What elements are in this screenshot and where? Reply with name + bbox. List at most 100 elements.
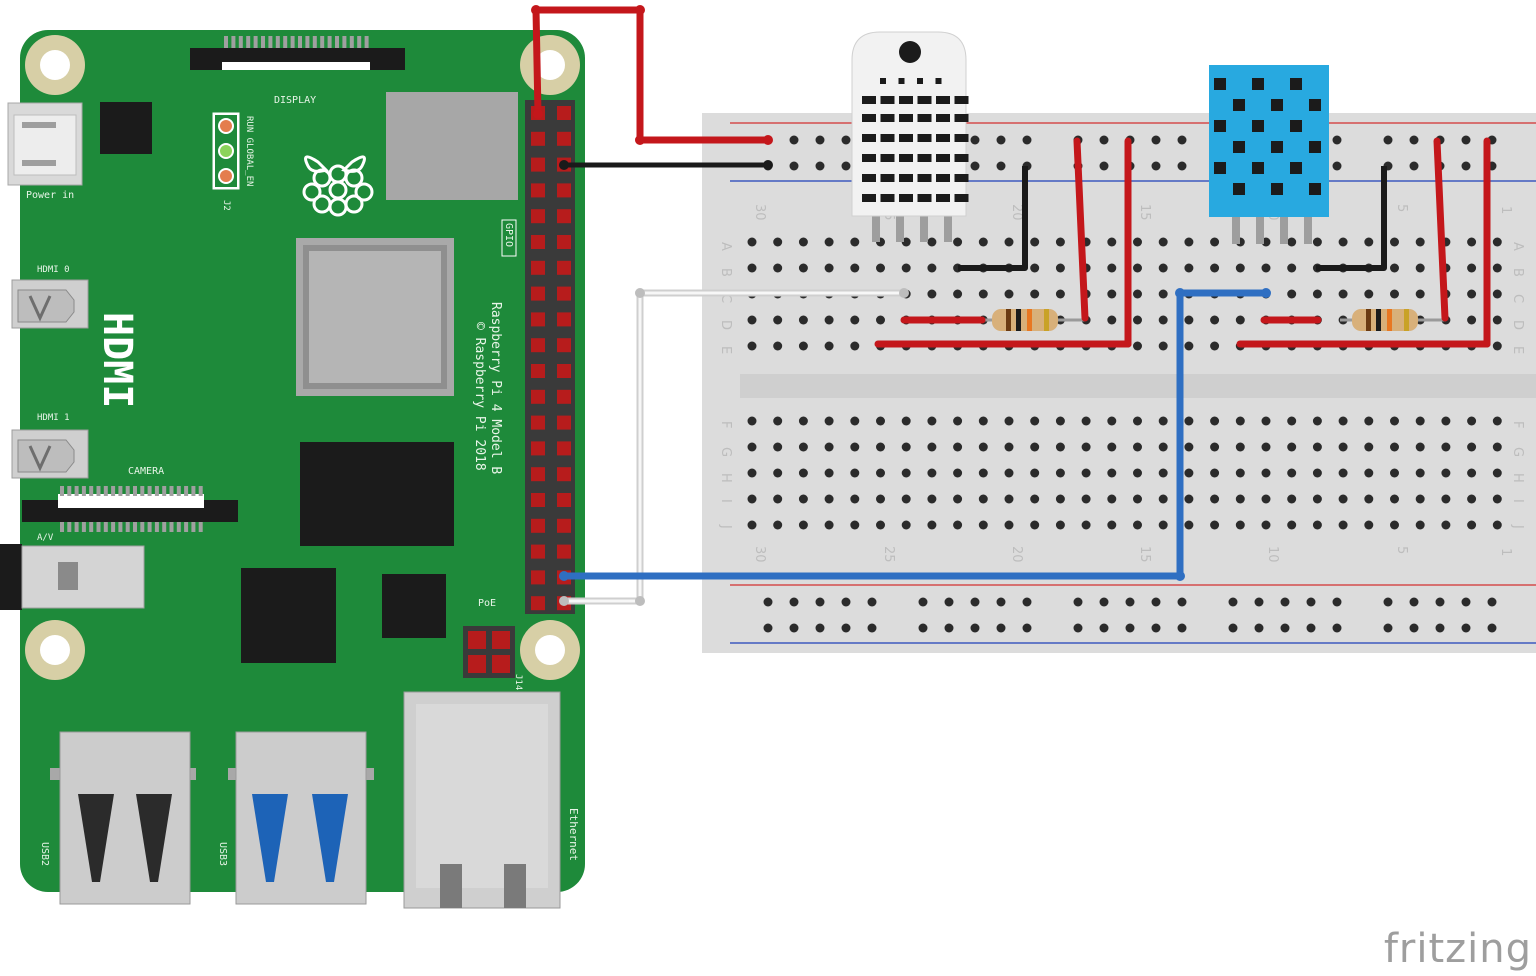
breadboard-hole xyxy=(1415,520,1425,530)
wire-endpoints xyxy=(531,5,1271,606)
rail-hole xyxy=(1332,161,1342,171)
breadboard-hole xyxy=(1081,520,1091,530)
gpio-pin xyxy=(557,441,571,456)
breadboard-hole xyxy=(1312,468,1322,478)
gpio-pin xyxy=(557,389,571,404)
rail-hole xyxy=(841,161,851,171)
breadboard-hole xyxy=(1133,237,1142,247)
breadboard-hole xyxy=(1287,289,1297,299)
ethernet-port: Ethernet xyxy=(403,691,580,909)
rail-hole xyxy=(1177,135,1187,145)
breadboard-hole xyxy=(1467,468,1477,478)
hdmi-big-label: HDMI xyxy=(94,312,140,408)
sensor-grille-slot xyxy=(936,154,950,162)
breadboard-hole xyxy=(1261,468,1271,478)
breadboard-hole xyxy=(1184,315,1194,325)
breadboard-hole xyxy=(1107,237,1117,247)
row-letter: I xyxy=(718,499,733,503)
jumpers-red xyxy=(874,137,1491,348)
breadboard-hole xyxy=(1158,416,1168,426)
rail-hole xyxy=(763,623,773,633)
breadboard-hole xyxy=(1004,468,1014,478)
breadboard-hole xyxy=(1492,494,1502,504)
sensor-grille-slot xyxy=(917,194,932,202)
breadboard-hole xyxy=(1415,494,1425,504)
connector-pin xyxy=(103,522,108,532)
rail-hole xyxy=(763,597,773,607)
connector-pin xyxy=(349,36,354,48)
row-letters-top-left: A B C D E xyxy=(718,242,733,354)
connector-pin xyxy=(147,486,152,496)
breadboard-hole xyxy=(1184,468,1194,478)
breadboard-hole xyxy=(1415,468,1425,478)
rail-hole xyxy=(789,161,799,171)
breadboard-hole xyxy=(1467,289,1477,299)
connector-pin xyxy=(246,36,251,48)
rail-hole xyxy=(1022,597,1032,607)
gpio-pin xyxy=(531,338,545,353)
breadboard-hole xyxy=(1055,416,1065,426)
sensor-grille-slot xyxy=(1271,183,1283,195)
rail-hole xyxy=(1099,135,1109,145)
breadboard-hole xyxy=(850,237,860,247)
breadboard-hole xyxy=(1030,442,1040,452)
connector-pin xyxy=(342,36,347,48)
column-number: 5 xyxy=(1394,204,1409,212)
connector-pin xyxy=(312,36,317,48)
row-letter: B xyxy=(718,268,733,277)
breadboard-hole xyxy=(1235,494,1245,504)
row-letter: E xyxy=(1510,346,1525,354)
chip xyxy=(100,102,152,154)
sensor-grille-slot xyxy=(862,154,876,162)
rail-hole xyxy=(1409,623,1419,633)
connector-pin xyxy=(140,522,145,532)
rail-hole xyxy=(1280,623,1290,633)
sensor-grille-slot xyxy=(1233,141,1245,153)
breadboard-hole xyxy=(850,315,860,325)
breadboard-hole xyxy=(773,315,783,325)
breadboard-hole xyxy=(798,442,808,452)
breadboard-hole xyxy=(1467,520,1477,530)
connector-pin xyxy=(283,36,288,48)
connector-pin xyxy=(290,36,295,48)
rail-hole xyxy=(1228,623,1238,633)
breadboard-hole xyxy=(824,341,834,351)
rail-hole xyxy=(1125,623,1135,633)
rail-hole xyxy=(1151,135,1161,145)
breadboard-hole xyxy=(1390,263,1399,273)
breadboard-hole xyxy=(1158,289,1168,299)
rail-hole xyxy=(1151,597,1161,607)
breadboard-hole xyxy=(850,341,860,351)
breadboard-hole xyxy=(1287,237,1297,247)
wire-data-white-core xyxy=(564,291,904,603)
connector-pin xyxy=(176,522,181,532)
sensor-grille-slot xyxy=(954,174,969,182)
rail-hole xyxy=(1461,597,1471,607)
jumpers-black xyxy=(958,166,1387,271)
breadboard-hole xyxy=(1030,237,1040,247)
rail-hole xyxy=(1383,135,1393,145)
breadboard-hole xyxy=(876,416,885,426)
breadboard-hole xyxy=(953,494,963,504)
gpio-pin xyxy=(557,467,571,482)
breadboard-hole xyxy=(1004,289,1014,299)
breadboard-hole xyxy=(1004,442,1014,452)
sensor-grille-slot xyxy=(899,96,913,104)
rail-hole xyxy=(789,135,799,145)
breadboard-hole xyxy=(798,315,808,325)
breadboard-hole xyxy=(1107,468,1117,478)
column-number: 5 xyxy=(1394,546,1409,554)
breadboard-hole xyxy=(1158,494,1168,504)
breadboard-hole xyxy=(1158,468,1168,478)
breadboard-hole xyxy=(1055,263,1065,273)
breadboard-hole xyxy=(901,494,911,504)
rail-hole xyxy=(996,161,1006,171)
breadboard-hole xyxy=(1390,237,1399,247)
sensor-grille-slot xyxy=(880,194,895,202)
rail-hole xyxy=(944,623,954,633)
usb-controller-chip xyxy=(241,568,336,663)
breadboard-hole xyxy=(1055,289,1065,299)
breadboard-hole xyxy=(1210,442,1220,452)
row-letter: B xyxy=(1510,268,1525,277)
display-connector: DISPLAY xyxy=(190,36,405,106)
